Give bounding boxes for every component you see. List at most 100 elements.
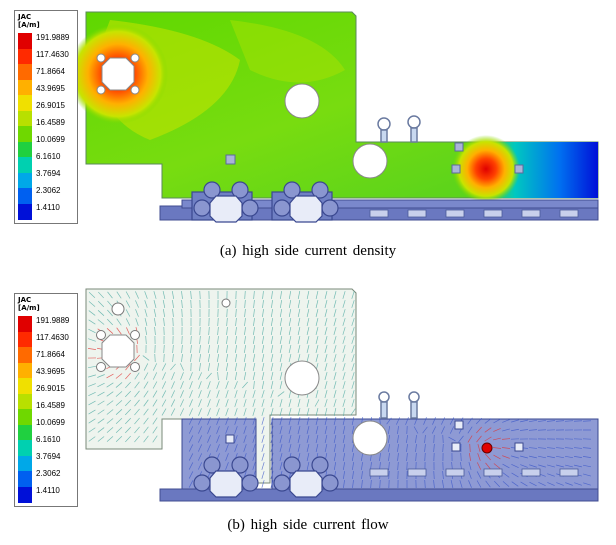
round-hole <box>352 143 388 179</box>
current-vector <box>153 291 157 299</box>
current-vector <box>288 390 292 398</box>
current-vector <box>361 452 363 462</box>
current-vector <box>370 479 372 489</box>
current-vector <box>476 435 482 443</box>
current-vector <box>87 365 97 369</box>
current-vector <box>406 461 408 471</box>
current-vector <box>315 345 319 353</box>
current-vector <box>217 326 219 336</box>
current-vector <box>161 363 167 371</box>
current-vector <box>431 426 437 434</box>
current-vector <box>306 453 310 461</box>
current-vector <box>315 444 319 452</box>
current-vector <box>342 390 346 398</box>
current-vector <box>188 462 194 470</box>
octagon-hole <box>101 57 135 91</box>
current-vector <box>115 426 123 434</box>
current-vector <box>188 480 194 488</box>
current-vector <box>199 353 201 363</box>
current-vector <box>217 317 219 327</box>
current-vector <box>415 452 417 462</box>
current-vector <box>351 363 355 371</box>
legend-swatch <box>18 48 32 65</box>
current-vector <box>134 390 140 398</box>
current-vector <box>253 317 255 327</box>
current-vector <box>538 481 546 487</box>
current-vector <box>163 308 165 318</box>
current-vector <box>413 426 419 434</box>
current-vector <box>324 327 328 335</box>
legend-label: 10.0699 <box>36 135 65 144</box>
current-vector <box>379 416 381 426</box>
current-vector <box>511 481 519 487</box>
current-vector <box>467 417 473 425</box>
current-vector <box>225 408 229 416</box>
current-vector <box>424 443 426 453</box>
current-vector <box>564 455 574 459</box>
current-vector <box>234 344 238 354</box>
current-vector <box>288 290 292 300</box>
current-vector <box>315 354 319 362</box>
current-vector <box>333 435 337 443</box>
current-vector <box>243 372 247 380</box>
current-vector <box>433 434 435 444</box>
current-vector <box>107 309 113 317</box>
current-vector <box>342 453 346 461</box>
current-vector <box>297 327 301 335</box>
current-vector <box>134 426 140 434</box>
current-vector <box>324 300 328 308</box>
current-vector <box>315 327 319 335</box>
current-vector <box>143 381 149 389</box>
current-vector <box>388 443 390 453</box>
current-vector <box>271 290 273 300</box>
current-vector <box>469 443 471 453</box>
current-vector <box>243 435 247 443</box>
current-vector <box>333 408 337 416</box>
legend-label: 10.0699 <box>36 418 65 427</box>
current-vector <box>538 455 546 459</box>
current-vector <box>270 435 274 443</box>
current-vector <box>134 381 140 389</box>
legend-swatch <box>18 79 32 96</box>
current-vector <box>216 363 220 371</box>
current-vector <box>324 372 328 380</box>
current-vector <box>225 417 229 425</box>
current-vector <box>279 417 283 425</box>
legend-label: 16.4589 <box>36 118 65 127</box>
current-vector <box>208 362 210 372</box>
current-vector <box>449 426 455 434</box>
current-vector <box>243 390 247 398</box>
current-vector <box>468 480 472 488</box>
current-vector <box>432 417 436 425</box>
current-vector <box>342 435 346 443</box>
current-vector <box>206 372 212 380</box>
current-vector <box>288 327 292 335</box>
current-vector <box>333 300 337 308</box>
current-vector <box>97 436 105 442</box>
current-vector <box>387 434 391 444</box>
current-vector <box>547 464 555 468</box>
current-vector <box>306 291 310 299</box>
legend-label: 16.4589 <box>36 401 65 410</box>
current-vector <box>493 454 501 460</box>
current-vector <box>270 462 274 470</box>
current-vector <box>198 408 202 416</box>
current-vector <box>134 372 140 380</box>
current-vector <box>279 363 283 371</box>
legend-label: 1.4110 <box>36 203 60 212</box>
current-vector <box>279 336 283 344</box>
current-vector <box>261 471 265 479</box>
legend-label: 43.9695 <box>36 84 65 93</box>
current-vector <box>342 381 346 389</box>
current-vector <box>342 318 346 326</box>
current-vector <box>467 435 473 443</box>
current-vector <box>538 464 546 468</box>
current-vector <box>476 426 482 434</box>
current-vector <box>396 434 400 444</box>
current-vector <box>405 417 409 425</box>
current-vector <box>406 443 408 453</box>
current-vector <box>306 426 310 434</box>
caption-current-density: (a) high side current density <box>219 243 397 259</box>
